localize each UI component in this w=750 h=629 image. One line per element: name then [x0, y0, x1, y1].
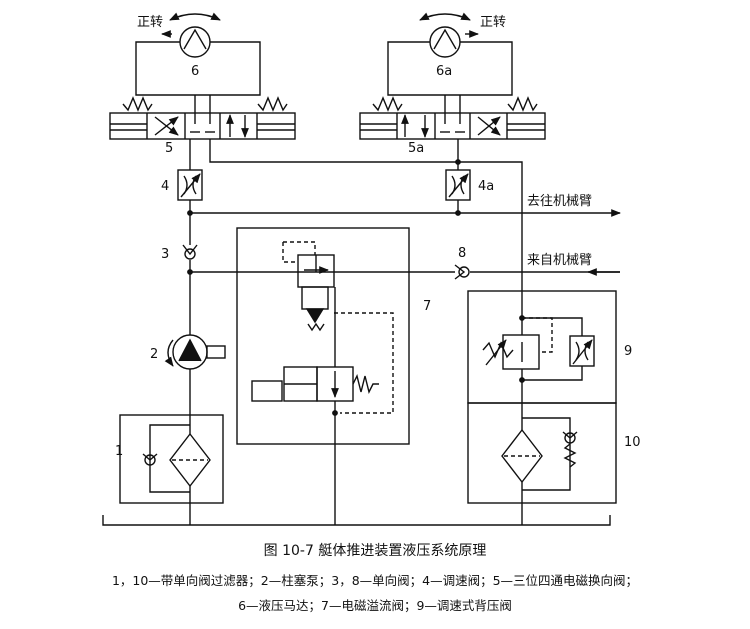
- figure-title: 图 10-7 艇体推进装置液压系统原理: [263, 543, 487, 559]
- back-pressure-valve-9: [467, 290, 617, 404]
- label-6a: 6a: [436, 64, 452, 79]
- check-valve-3: [182, 244, 198, 260]
- label-7: 7: [423, 299, 431, 314]
- label-5: 5: [165, 141, 173, 156]
- flow-control-valve-4a: [445, 169, 471, 201]
- label-5a: 5a: [408, 141, 424, 156]
- label-6: 6: [191, 64, 199, 79]
- motor-6-loop: [135, 41, 261, 96]
- label-3: 3: [161, 247, 169, 262]
- pump-2: [164, 334, 226, 370]
- directional-valve-5: [109, 96, 296, 140]
- to-arm-label: 去往机械臂: [527, 194, 592, 209]
- tank-line: [102, 515, 611, 526]
- label-9: 9: [624, 344, 632, 359]
- filter-10: [467, 402, 617, 525]
- flow-control-valve-4: [177, 169, 203, 201]
- label-4a: 4a: [478, 179, 494, 194]
- label-8: 8: [458, 246, 466, 261]
- rotation-label-left: 正转: [137, 15, 163, 30]
- motor-6: [169, 12, 221, 58]
- legend-line-1: 1，10—带单向阀过滤器；2—柱塞泵；3，8—单向阀；4—调速阀；5—三位四通电…: [111, 573, 639, 588]
- rotation-label-right: 正转: [480, 15, 506, 30]
- relief-valve-7: [236, 227, 410, 525]
- from-arm-label: 来自机械臂: [527, 253, 592, 268]
- motor-6a: [419, 12, 471, 58]
- label-10: 10: [624, 435, 641, 450]
- directional-valve-5a: [359, 96, 546, 140]
- legend-line-2: 6—液压马达；7—电磁溢流阀；9—调速式背压阀: [238, 598, 512, 613]
- label-1: 1: [115, 444, 123, 459]
- label-2: 2: [150, 347, 158, 362]
- motor-6a-loop: [387, 41, 513, 96]
- label-4: 4: [161, 179, 169, 194]
- filter-1: [119, 414, 224, 504]
- check-valve-8: [454, 264, 470, 280]
